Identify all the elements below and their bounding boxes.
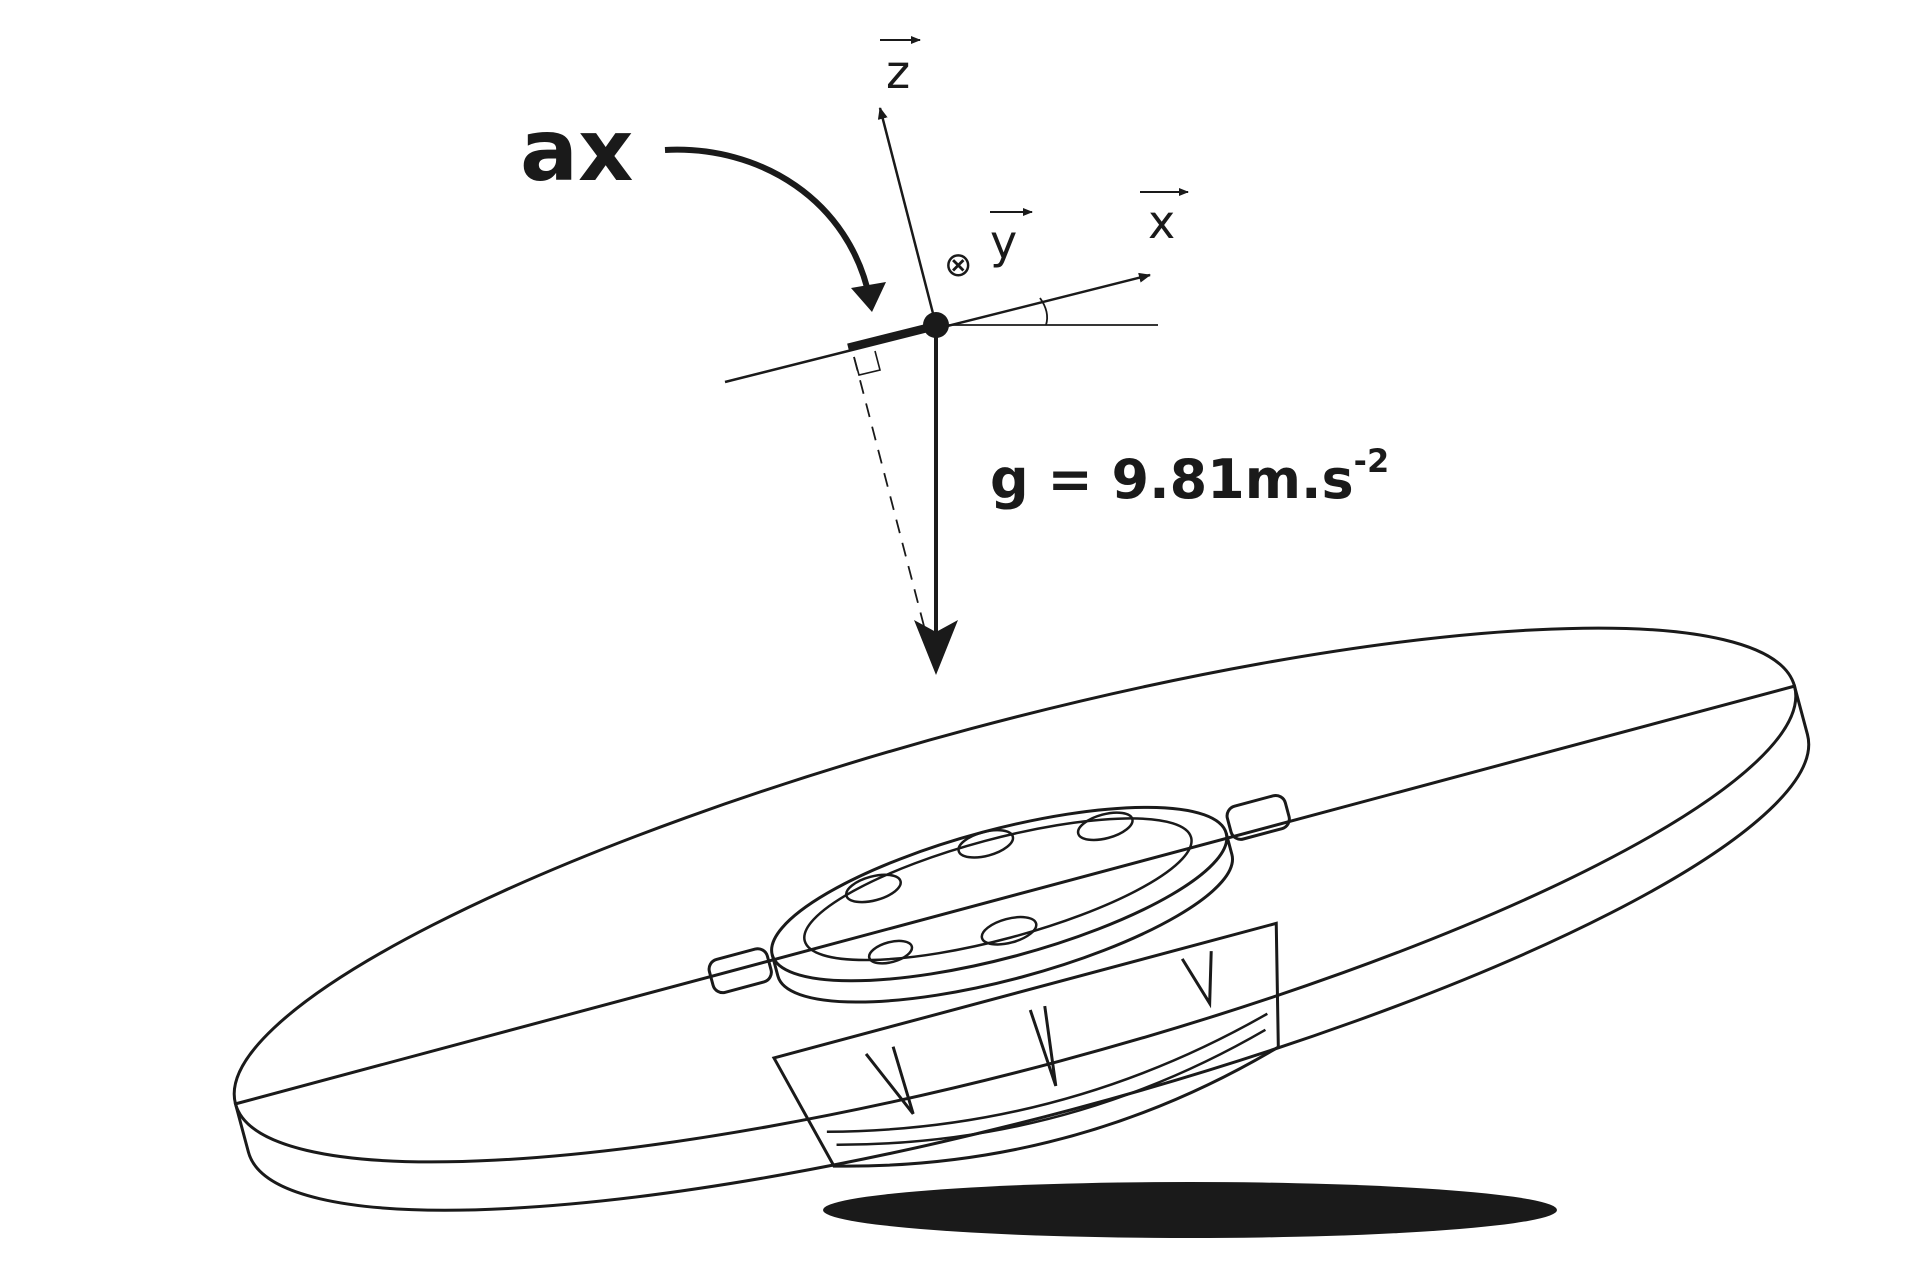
board-disk-side: [233, 684, 1811, 1212]
tilt-angle-arc: [1039, 297, 1049, 326]
board-dome-rim-2: [826, 1012, 1268, 1134]
into-page-symbol: ⊗: [944, 245, 973, 285]
gravity-label: g = 9.81m.s-2: [990, 442, 1389, 511]
axis-y-label-group: ⊗ y: [944, 208, 1033, 285]
origin-point: [923, 312, 949, 338]
gravity-label-main: g = 9.81m.s: [990, 448, 1354, 511]
coordinate-frame: [724, 107, 1158, 675]
dome-fin-1: [864, 1046, 915, 1115]
acceleration-arrowhead: [851, 282, 886, 312]
board-dome-rim: [836, 1028, 1267, 1146]
gravity-label-exponent: -2: [1354, 442, 1390, 480]
g-projection-dashed: [853, 356, 926, 631]
board-dome: [771, 921, 1280, 1168]
gravity-arrowhead: [914, 620, 958, 675]
dome-fin-3: [1180, 951, 1213, 1009]
axis-z-label-group: z: [880, 36, 921, 99]
board-disk-top: [232, 626, 1798, 1164]
axis-z-label: z: [886, 45, 910, 99]
central-hub: [707, 793, 1291, 1004]
balance-board: [232, 626, 1811, 1212]
board-shadow: [823, 1182, 1557, 1238]
axis-x-label: x: [1148, 195, 1175, 249]
right-angle-marker: [853, 350, 881, 376]
dome-fin-2: [1028, 1005, 1058, 1087]
axis-y-label: y: [990, 215, 1017, 269]
acceleration-label: ax: [520, 101, 634, 201]
ax-projection-segment: [847, 321, 937, 351]
acceleration-curved-arrow: [664, 146, 873, 301]
axis-x-label-group: x: [1140, 188, 1189, 249]
z-axis-line: [877, 107, 938, 326]
